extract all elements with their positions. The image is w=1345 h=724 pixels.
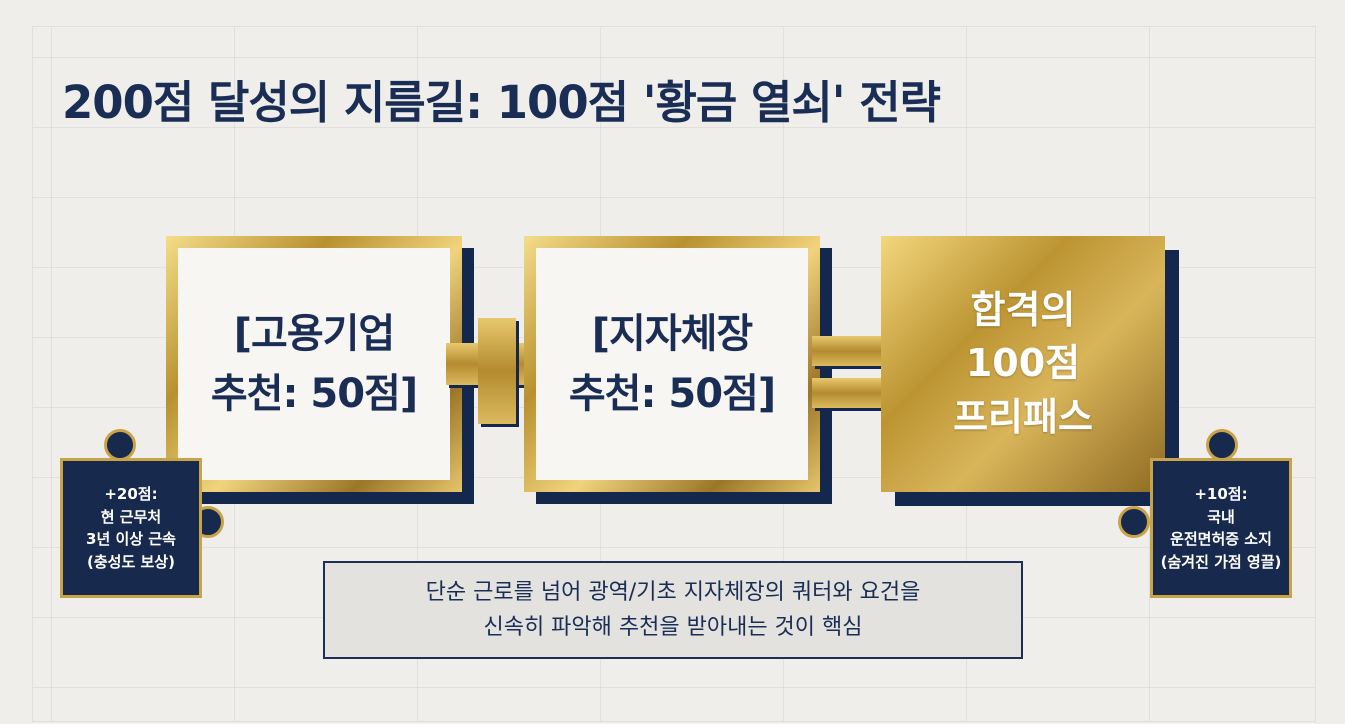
employer-recommendation-box: [고용기업 추천: 50점] [166,236,462,492]
puzzle-knob-icon [1118,506,1150,538]
bonus-puzzle-license: +10점: 국내 운전면허증 소지 (숨겨진 가점 영끌) [1150,458,1292,598]
key-point-note: 단순 근로를 넘어 광역/기초 지자체장의 쿼터와 요건을 신속히 파악해 추천… [323,561,1023,659]
puzzle-knob-icon [104,429,136,461]
page-title: 200점 달성의 지름길: 100점 '황금 열쇠' 전략 [62,76,941,129]
mayor-recommendation-text: [지자체장 추천: 50점] [568,311,776,417]
result-pass-text: 합격의 100점 프리패스 [953,288,1093,439]
bonus-puzzle-tenure: +20점: 현 근무처 3년 이상 근속 (충성도 보상) [60,458,202,598]
puzzle-knob-icon [1206,429,1238,461]
result-pass-box: 합격의 100점 프리패스 [881,236,1165,492]
mayor-recommendation-box: [지자체장 추천: 50점] [524,236,820,492]
employer-recommendation-text: [고용기업 추천: 50점] [210,311,418,417]
